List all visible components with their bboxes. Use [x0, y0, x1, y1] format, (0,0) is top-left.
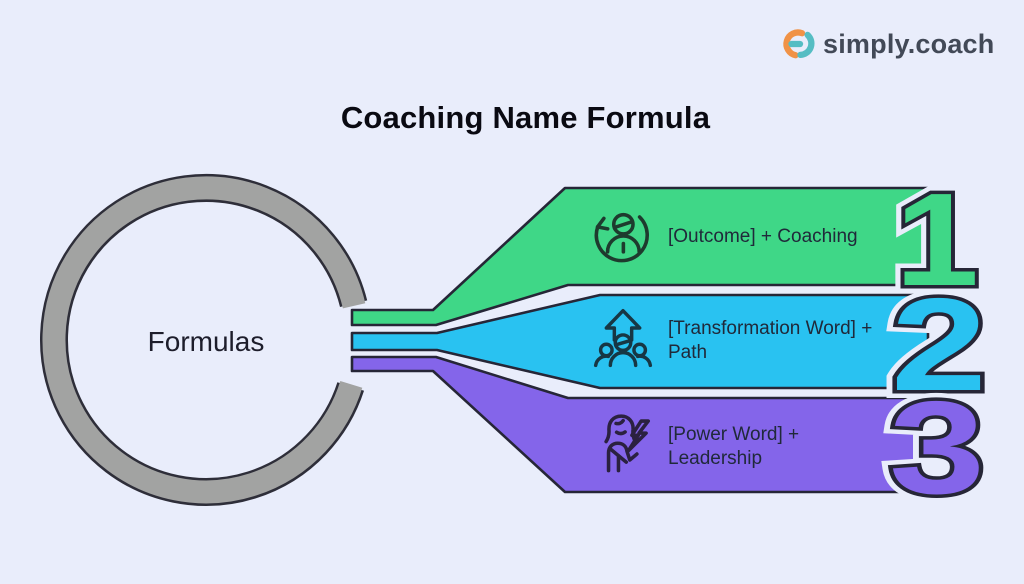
ribbon-number-3: 3: [889, 374, 985, 521]
ribbon-number-halo: 1: [895, 166, 979, 313]
ribbon-number-2: 2: [891, 271, 987, 418]
empowered-leader-icon: [604, 414, 650, 473]
team-growth-icon: [593, 308, 653, 368]
ribbon-numbers: 1 1 2 2 3 3: [881, 158, 995, 529]
ribbon-shape-2: [350, 293, 930, 390]
simply-coach-logo-icon: [783, 29, 815, 59]
ribbon-label-2: [Transformation Word] + Path: [668, 318, 873, 363]
ribbon-number-halo: 2: [891, 271, 987, 418]
person-refresh-icon: [594, 212, 649, 263]
hub-ring: [40, 174, 368, 506]
ribbon-number-halo: 3: [889, 374, 985, 521]
ribbon-label-1: [Outcome] + Coaching: [668, 226, 858, 247]
hub-label: Formulas: [147, 326, 265, 357]
ribbon-label-3: [Power Word] + Leadership: [668, 424, 800, 469]
brand-logo-text: simply.coach: [823, 28, 995, 59]
ribbon-shape-1: [350, 186, 935, 327]
ribbon-number-1: 1: [895, 166, 979, 313]
page-title: Coaching Name Formula: [340, 100, 711, 135]
brand-logo: simply.coach: [781, 27, 994, 61]
